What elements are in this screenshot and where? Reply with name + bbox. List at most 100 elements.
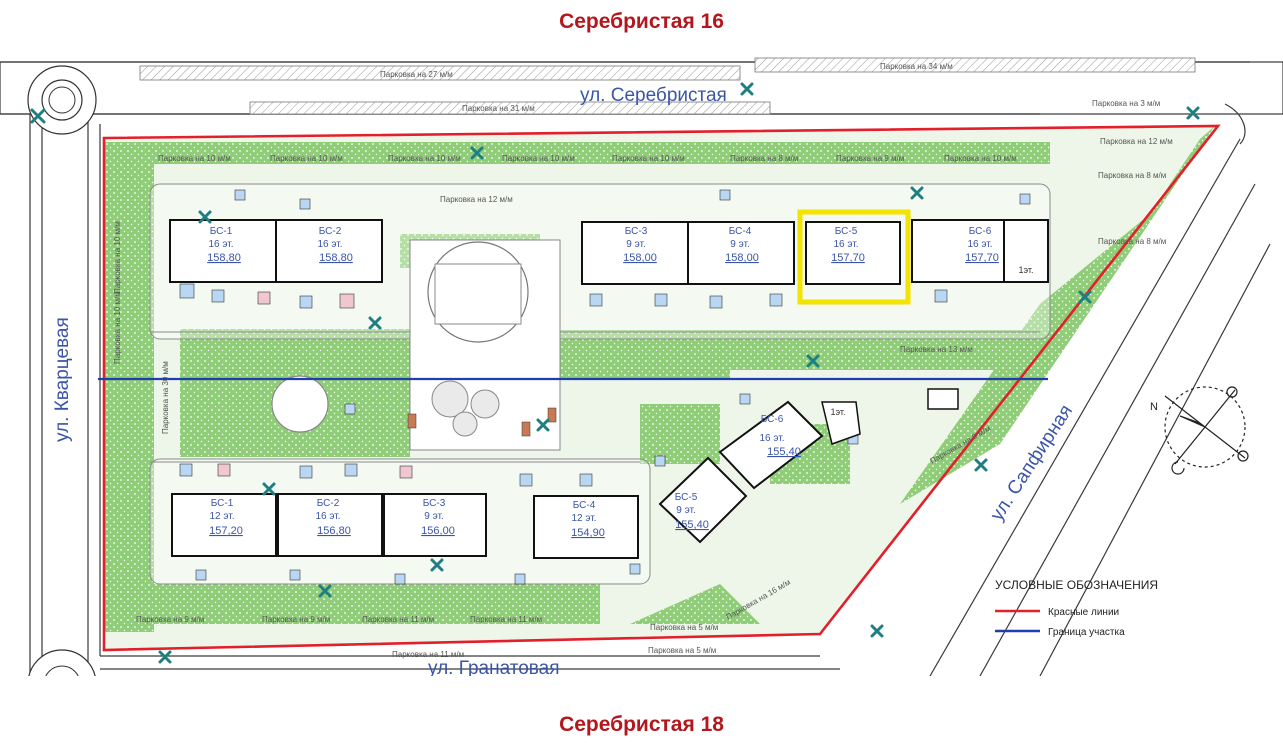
building-elevation: 158,00 bbox=[725, 252, 759, 264]
building-elevation: 155,40 bbox=[675, 519, 709, 531]
parking-label: Парковка на 27 м/м bbox=[380, 70, 453, 79]
building-floors: 9 эт. bbox=[626, 239, 645, 250]
building-elevation: 158,00 bbox=[623, 252, 657, 264]
parking-label: Парковка на 10 м/м bbox=[388, 154, 461, 163]
parking-strip-31 bbox=[249, 101, 771, 115]
parking-label: Парковка на 31 м/м bbox=[462, 104, 535, 113]
building-elevation: 154,90 bbox=[571, 527, 605, 539]
building-floors: 16 эт. bbox=[967, 239, 992, 250]
building-name: БС-5 bbox=[675, 492, 698, 503]
parking-label: Парковка на 9 м/м bbox=[136, 615, 204, 624]
parking-label: Парковка на 10 м/м bbox=[270, 154, 343, 163]
parking-label: Парковка на 10 м/м bbox=[502, 154, 575, 163]
building-floors: 1эт. bbox=[830, 407, 845, 417]
building-name: БС-1 bbox=[211, 498, 234, 509]
site-facilities bbox=[179, 189, 1031, 585]
building-elevation: 157,70 bbox=[965, 252, 999, 264]
building-elevation: 157,70 bbox=[831, 252, 865, 264]
svg-text:N: N bbox=[1150, 401, 1158, 413]
parking-strip-27 bbox=[139, 65, 741, 81]
central-playground bbox=[271, 239, 561, 451]
parking-label: Парковка на 10 м/м bbox=[158, 154, 231, 163]
building-bs1-south[interactable]: БС-1 12 эт. 157,20 bbox=[171, 493, 277, 557]
legend-title: УСЛОВНЫЕ ОБОЗНАЧЕНИЯ bbox=[995, 578, 1158, 592]
building-name: БС-3 bbox=[423, 498, 446, 509]
building-name: БС-2 bbox=[319, 226, 342, 237]
building-elevation: 156,00 bbox=[421, 525, 455, 537]
legend: УСЛОВНЫЕ ОБОЗНАЧЕНИЯ Красные линии Грани… bbox=[995, 578, 1158, 638]
parking-label: Парковка на 11 м/м bbox=[392, 650, 464, 659]
parking-label: Парковка на 12 м/м bbox=[1100, 137, 1173, 146]
building-elevation: 155,40 bbox=[767, 446, 801, 458]
page-title-bottom: Серебристая 18 bbox=[559, 713, 724, 736]
highlight-frame bbox=[797, 209, 911, 305]
parking-label: Парковка на 10 м/м bbox=[113, 221, 122, 294]
parking-label: Парковка на 13 м/м bbox=[900, 345, 973, 354]
parking-label: Парковка на 11 м/м bbox=[470, 615, 542, 624]
building-elevation: 158,80 bbox=[207, 252, 241, 264]
utility-structure bbox=[927, 388, 959, 410]
street-label-serebristaya: ул. Серебристая bbox=[580, 85, 727, 106]
building-floors: 16 эт. bbox=[759, 433, 784, 444]
building-bs2-south[interactable]: БС-2 16 эт. 156,80 bbox=[277, 493, 383, 557]
parking-label: Парковка на 8 м/м bbox=[730, 154, 798, 163]
red-lines bbox=[102, 124, 1221, 652]
page-title-top: Серебристая 16 bbox=[559, 10, 724, 33]
building-floors: 16 эт. bbox=[208, 239, 233, 250]
building-floors: 1эт. bbox=[1018, 265, 1033, 275]
parking-label: Парковка на 10 м/м bbox=[612, 154, 685, 163]
parking-label: Парковка на 3 м/м bbox=[1092, 99, 1160, 108]
parking-label: Парковка на 5 м/м bbox=[650, 623, 718, 632]
building-bs3-north[interactable]: БС-3 9 эт. 158,00 bbox=[581, 221, 689, 285]
parking-strip-34 bbox=[754, 57, 1196, 73]
building-name: БС-6 bbox=[969, 226, 992, 237]
site-plan-map[interactable]: БС-1 16 эт. 158,80 БС-2 16 эт. 158,80 БС… bbox=[0, 44, 1283, 676]
parking-label: Парковка на 30 м/м bbox=[161, 361, 170, 434]
building-elevation: 158,80 bbox=[319, 252, 353, 264]
parking-label: Парковка на 9 м/м bbox=[836, 154, 904, 163]
building-bs6-south[interactable]: БС-6 16 эт. 155,40 bbox=[718, 400, 824, 490]
building-elevation: 157,20 bbox=[209, 525, 243, 537]
roundabout-north bbox=[27, 65, 97, 135]
building-bs3-south[interactable]: БС-3 9 эт. 156,00 bbox=[383, 493, 487, 557]
parking-label: Парковка на 8 м/м bbox=[1098, 171, 1166, 180]
building-bs5-north[interactable]: БС-5 16 эт. 157,70 bbox=[797, 209, 911, 305]
building-floors: 12 эт. bbox=[209, 511, 234, 522]
street-label-granatovaya: ул. Гранатовая bbox=[428, 658, 560, 676]
building-name: БС-4 bbox=[573, 500, 596, 511]
building-name: БС-5 bbox=[835, 226, 858, 237]
building-floors: 9 эт. bbox=[676, 505, 695, 516]
building-name: БС-1 bbox=[210, 226, 233, 237]
parking-label: Парковка на 5 м/м bbox=[648, 646, 716, 655]
building-name: БС-2 bbox=[317, 498, 340, 509]
building-bs4-north[interactable]: БС-4 9 эт. 158,00 bbox=[687, 221, 795, 285]
parking-label: Парковка на 8 м/м bbox=[1098, 237, 1166, 246]
legend-blue-label: Граница участка bbox=[1048, 627, 1125, 638]
building-bs4-south[interactable]: БС-4 12 эт. 154,90 bbox=[533, 495, 639, 559]
building-floors: 12 эт. bbox=[571, 513, 596, 524]
building-bs6-north[interactable]: БС-6 16 эт. 157,70 bbox=[911, 219, 1005, 283]
building-name: БС-6 bbox=[761, 414, 784, 425]
building-floors: 9 эт. bbox=[730, 239, 749, 250]
entrance-markers bbox=[30, 82, 1200, 664]
compass-icon: N bbox=[1150, 386, 1249, 475]
building-floors: 16 эт. bbox=[317, 239, 342, 250]
building-floors: 16 эт. bbox=[833, 239, 858, 250]
building-annex-south[interactable]: 1эт. bbox=[821, 401, 861, 445]
parking-label: Парковка на 10 м/м bbox=[944, 154, 1017, 163]
parking-label: Парковка на 34 м/м bbox=[880, 62, 953, 71]
building-bs1-north[interactable]: БС-1 16 эт. 158,80 bbox=[169, 219, 277, 283]
building-elevation: 156,80 bbox=[317, 525, 351, 537]
building-name: БС-4 bbox=[729, 226, 752, 237]
building-bs2-north[interactable]: БС-2 16 эт. 158,80 bbox=[275, 219, 383, 283]
building-annex-north[interactable]: 1эт. bbox=[1003, 219, 1049, 283]
building-floors: 9 эт. bbox=[424, 511, 443, 522]
parking-label: Парковка на 12 м/м bbox=[440, 195, 513, 204]
building-name: БС-3 bbox=[625, 226, 648, 237]
building-bs5-south[interactable]: БС-5 9 эт. 155,40 bbox=[658, 456, 748, 544]
legend-red-label: Красные линии bbox=[1048, 607, 1119, 618]
parking-label: Парковка на 9 м/м bbox=[262, 615, 330, 624]
parking-label: Парковка на 10 м/м bbox=[113, 291, 122, 364]
roundabout-south bbox=[28, 649, 96, 676]
green-zones bbox=[104, 126, 1215, 632]
